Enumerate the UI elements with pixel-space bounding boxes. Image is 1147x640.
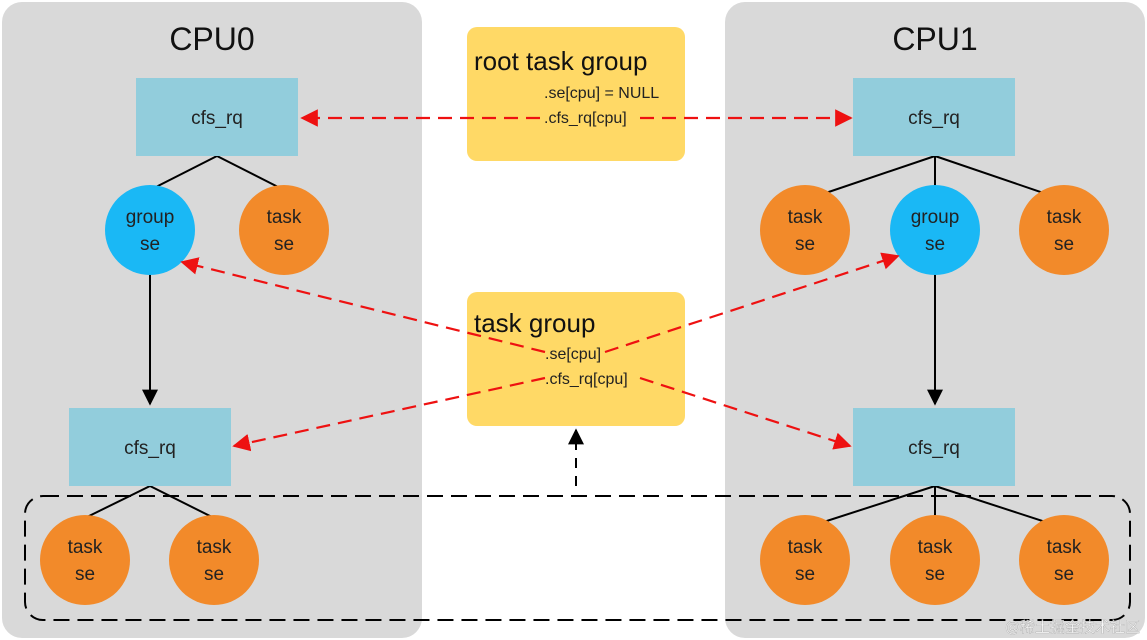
bottom-task-se-dashed-region (24, 495, 1131, 621)
red-dashed-arrows (180, 109, 900, 452)
cpu0-top-task-se-line2: se (274, 234, 294, 255)
cpu1-group-se-line2: se (925, 234, 945, 255)
cpu1-group-se-line1: group (911, 207, 960, 228)
cpu1-top-task-se-right-line2: se (1054, 234, 1074, 255)
cpu1-bottom-task-se-2-line1: task (918, 537, 953, 558)
cpu1-top-task-se-right-line1: task (1047, 207, 1082, 228)
watermark: @稀土掘金技术社区 (1005, 618, 1140, 636)
cpu0-group-se-line1: group (126, 207, 175, 228)
cpu0-bottom-cfs-rq (69, 408, 231, 486)
cpu0-top-cfs-rq (136, 78, 298, 156)
cpu1-bottom-task-se-1-line1: task (788, 537, 823, 558)
cpu0-bottom-task-se-1-line2: se (75, 564, 95, 585)
cpu1-top-task-se-left-line1: task (788, 207, 823, 228)
task-group-cfs-field: .cfs_rq[cpu] (545, 371, 628, 388)
cpu0-top-task-se (239, 185, 329, 275)
cpu1-bottom-cfs-rq-label: cfs_rq (908, 438, 960, 459)
root-task-group-se-field: .se[cpu] = NULL (544, 85, 659, 102)
cpu1-bottom-task-se-1-line2: se (795, 564, 815, 585)
cpu1-bottom-task-se-3 (1019, 515, 1109, 605)
cpu0-bottom-task-se-1 (40, 515, 130, 605)
cpu0-bottom-cfs-rq-label: cfs_rq (124, 438, 176, 459)
tg-se-arrow-right (604, 252, 900, 354)
root-task-group-cfs-field: .cfs_rq[cpu] (544, 110, 627, 127)
cpu1-top-task-se-left-line2: se (795, 234, 815, 255)
cpu0-bottom-task-se-2-line1: task (197, 537, 232, 558)
cpu0-bottom-task-se-1-line1: task (68, 537, 103, 558)
cpu0-top-cfs-rq-label: cfs_rq (191, 108, 243, 129)
root-task-group-box (467, 27, 685, 161)
task-group-box (467, 292, 685, 426)
tg-cfs-arrow-left (232, 376, 546, 452)
cpu1-top-task-se-left (760, 185, 850, 275)
tg-se-arrow-left (180, 257, 546, 354)
task-group-se-field: .se[cpu] (545, 346, 601, 363)
cpu0-bottom-task-se-2 (169, 515, 259, 605)
cpu1-bottom-task-se-3-line1: task (1047, 537, 1082, 558)
cpu1-group-se (890, 185, 980, 275)
cpu1-bottom-task-se-2 (890, 515, 980, 605)
cpu1-bottom-cfs-rq (853, 408, 1015, 486)
cpu1-bottom-task-se-3-line2: se (1054, 564, 1074, 585)
cpu0-tree-lines (84, 155, 285, 519)
root-task-group-title: root task group (474, 46, 647, 76)
cpu1-title: CPU1 (892, 21, 977, 57)
task-group-title: task group (474, 308, 595, 338)
tg-cfs-arrow-right (639, 376, 852, 450)
cpu1-top-task-se-right (1019, 185, 1109, 275)
cpu1-bottom-task-se-2-line2: se (925, 564, 945, 585)
cpu0-group-se-line2: se (140, 234, 160, 255)
cpu1-bottom-task-se-1 (760, 515, 850, 605)
cpu0-bottom-task-se-2-line2: se (204, 564, 224, 585)
cpu0-title: CPU0 (169, 21, 254, 57)
cpu0-group-se (105, 185, 195, 275)
cpu1-top-cfs-rq-label: cfs_rq (908, 108, 960, 129)
cpu1-top-cfs-rq (853, 78, 1015, 156)
cpu0-top-task-se-line1: task (267, 207, 302, 228)
